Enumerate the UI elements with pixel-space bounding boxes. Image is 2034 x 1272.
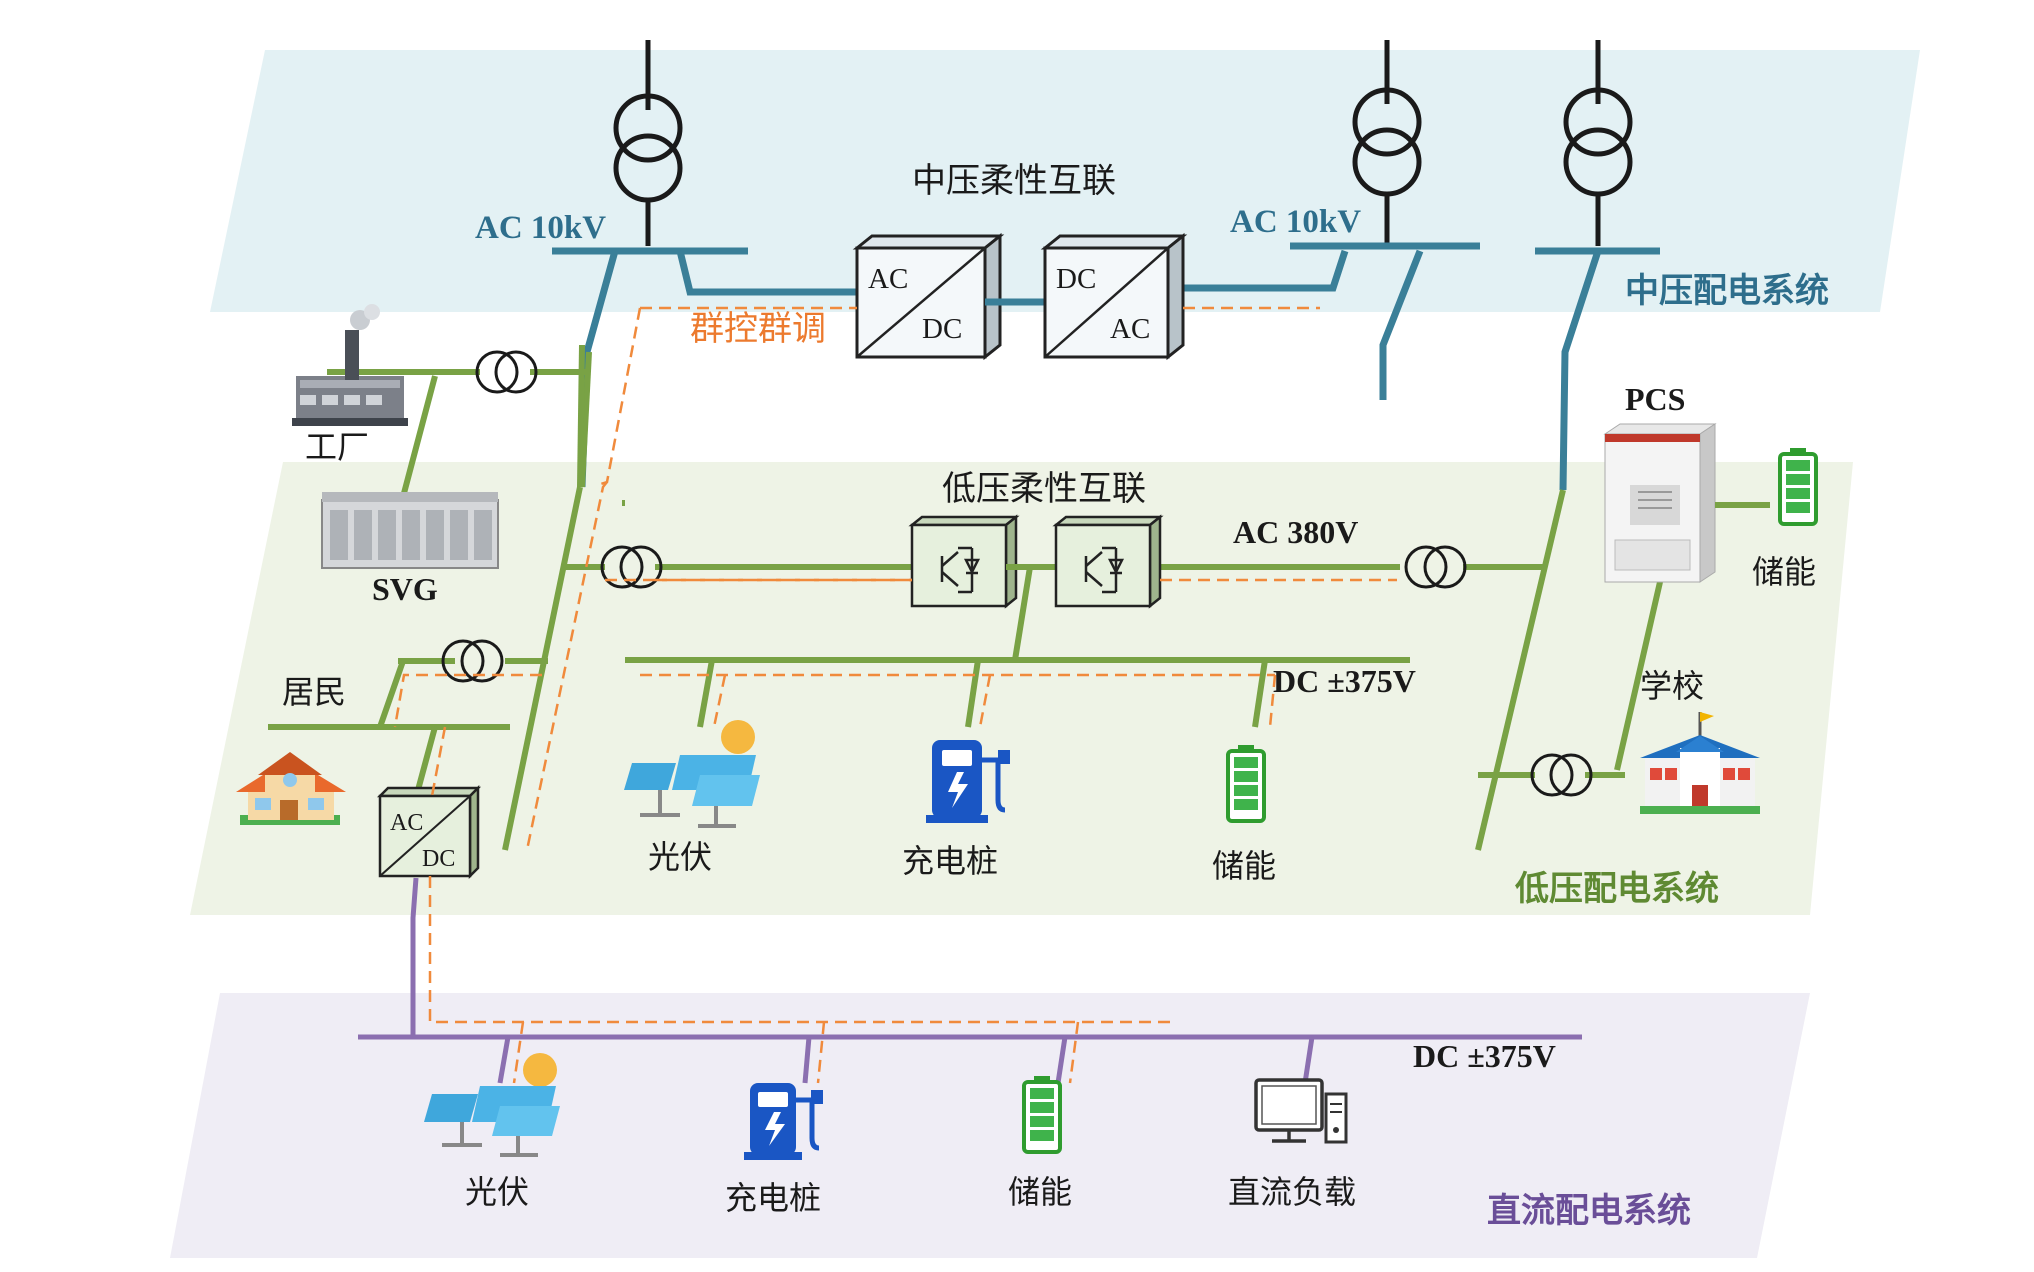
- lv-dc375-label: DC ±375V: [1273, 663, 1416, 699]
- lv-flex-title: 低压柔性互联: [942, 469, 1146, 509]
- dc-charger-label: 充电桩: [725, 1179, 821, 1217]
- lv-transformer-icon: [1404, 545, 1467, 589]
- pcs-label: PCS: [1625, 381, 1685, 417]
- pv-icon: [624, 720, 760, 828]
- mv-converter-dc-ac: DC AC: [1040, 232, 1188, 361]
- mv-ac-left-label: AC 10kV: [475, 210, 606, 246]
- lv-transformer-icon: [475, 350, 538, 394]
- dc-layer-plane: [170, 993, 1810, 1258]
- pv-icon: [424, 1053, 560, 1157]
- pcs-storage-label: 储能: [1752, 553, 1816, 591]
- lv-layer-title: 低压配电系统: [1515, 869, 1719, 909]
- mv-layer-plane: [210, 50, 1920, 312]
- ac380-label: AC 380V: [1233, 514, 1358, 550]
- mv-layer-title: 中压配电系统: [1625, 271, 1829, 311]
- group-control-label: 群控群调: [690, 309, 826, 349]
- svg-label: SVG: [372, 571, 438, 607]
- battery-icon: [1778, 448, 1818, 526]
- charger-icon: [744, 1083, 823, 1160]
- lv-conv-bottom-label: DC: [422, 846, 455, 872]
- svg-device-icon: [321, 492, 499, 569]
- mv-ac-right-label: AC 10kV: [1230, 204, 1361, 240]
- lv-transformer-icon: [1530, 753, 1593, 797]
- lv-flex-converter-1: [908, 514, 1020, 609]
- dc-storage-label: 储能: [1008, 1173, 1072, 1211]
- control-dashed-lines: [393, 306, 1397, 1084]
- factory-icon: [292, 304, 408, 426]
- lv-conv-top-label: AC: [390, 810, 423, 836]
- lv-transformer-icon: [441, 639, 504, 683]
- lv-charger-label: 充电桩: [902, 842, 998, 880]
- lv-storage-label: 储能: [1212, 847, 1276, 885]
- mv-converter-ac-dc: AC DC: [852, 232, 1005, 361]
- lv-converter-ac-dc: AC DC: [376, 784, 482, 880]
- transformer-icon: [1352, 40, 1422, 246]
- lv-pv-label: 光伏: [648, 838, 712, 876]
- lv-transformer-icon: [600, 545, 663, 589]
- dc-load-label: 直流负载: [1228, 1173, 1356, 1211]
- battery-icon: [1022, 1076, 1062, 1154]
- school-icon: [1640, 712, 1760, 814]
- conv2-top-label: DC: [1056, 263, 1096, 295]
- transformer-icon: [613, 40, 683, 246]
- lv-lines: [268, 344, 1770, 851]
- dc-pv-label: 光伏: [465, 1173, 529, 1211]
- factory-label: 工厂: [305, 428, 369, 466]
- resident-label: 居民: [282, 673, 346, 711]
- house-icon: [236, 752, 346, 825]
- charger-icon: [926, 740, 1010, 823]
- mv-flex-title: 中压柔性互联: [912, 161, 1116, 201]
- dc-layer-title: 直流配电系统: [1487, 1191, 1691, 1231]
- transformer-icon: [1563, 40, 1633, 246]
- lv-layer-plane: [190, 462, 1853, 915]
- dc-lines: [358, 877, 1582, 1084]
- computer-icon: [1254, 1078, 1348, 1144]
- lv-flex-converter-2: [1052, 514, 1164, 609]
- conv1-top-label: AC: [868, 263, 908, 295]
- pcs-cabinet-icon: [1603, 423, 1717, 583]
- conv2-bottom-label: AC: [1110, 313, 1150, 345]
- dc-dc375-label: DC ±375V: [1413, 1038, 1556, 1074]
- battery-icon: [1226, 745, 1266, 823]
- conv1-bottom-label: DC: [922, 313, 962, 345]
- school-label: 学校: [1640, 667, 1704, 705]
